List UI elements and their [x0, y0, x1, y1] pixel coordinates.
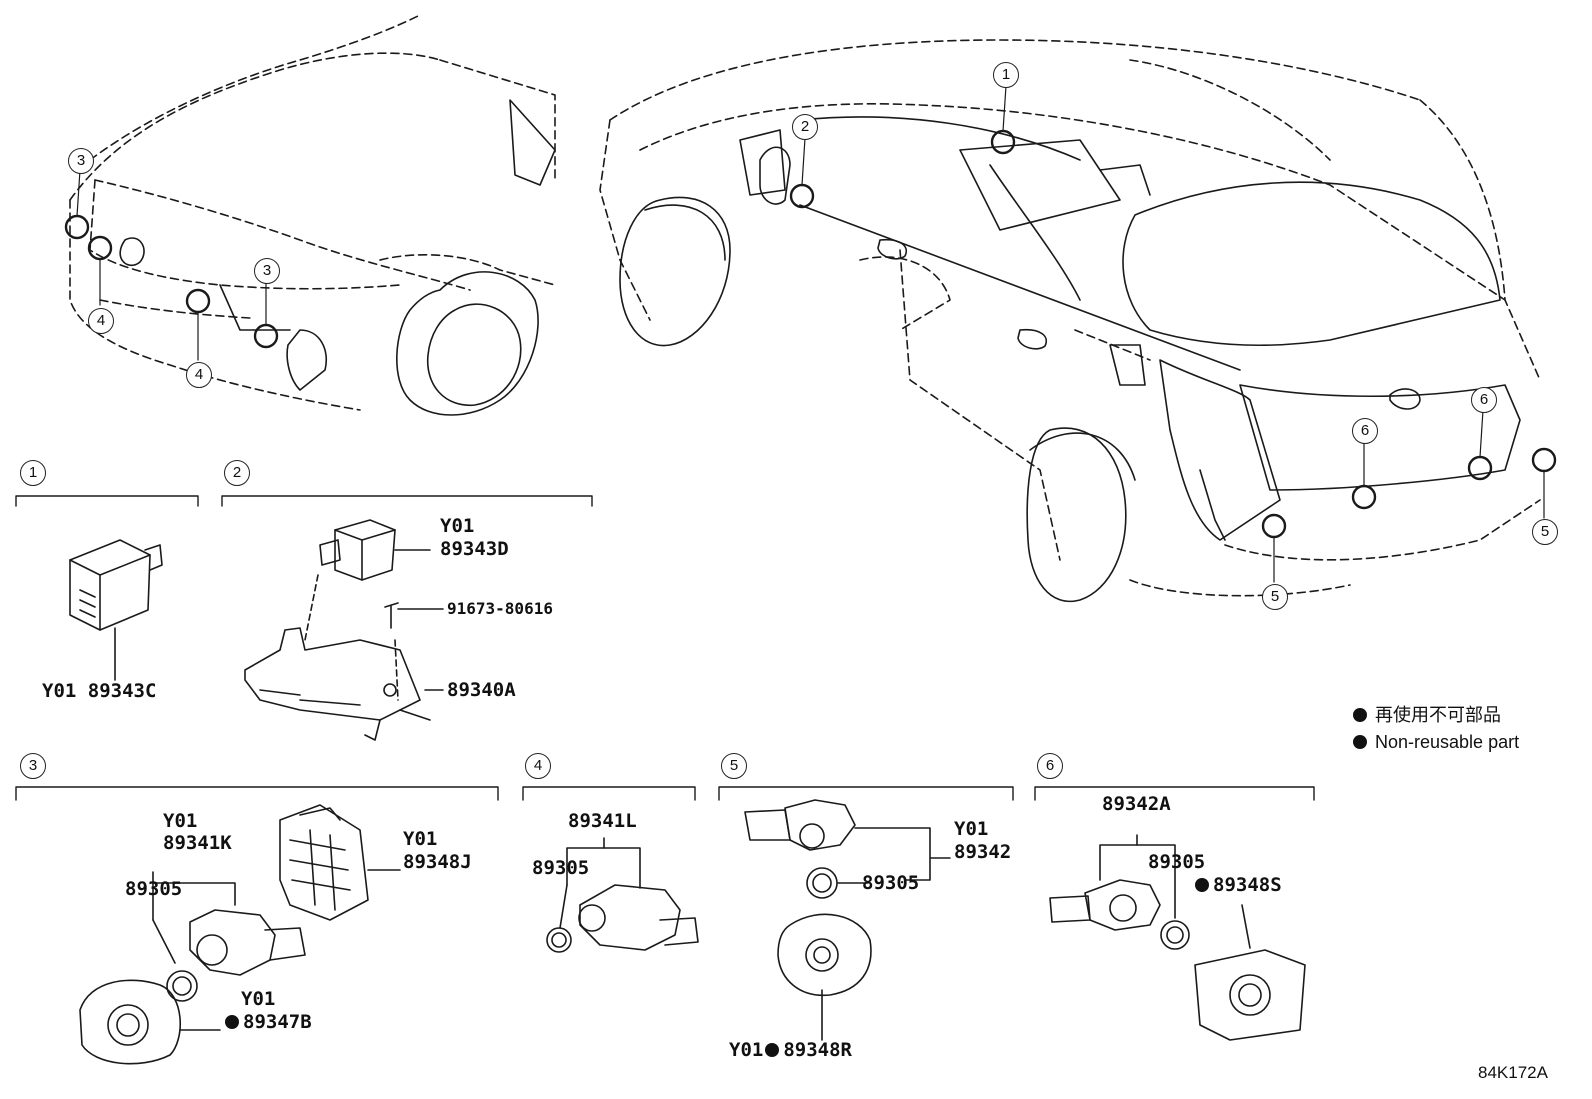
non-reusable-dot-icon — [765, 1043, 780, 1057]
part-89347b-label: 89347B — [243, 1011, 312, 1033]
part-89341k-label: 89341K — [163, 832, 232, 854]
callout-rear-2: 2 — [792, 114, 818, 140]
section5-sensor-drawing — [744, 799, 951, 1041]
section-brackets — [15, 495, 1315, 801]
callout-rear-1: 1 — [993, 62, 1019, 88]
section-3-number: 3 — [20, 753, 46, 779]
part-89342a-label: 89342A — [1102, 793, 1171, 815]
part-89348j-color-code: Y01 — [403, 828, 438, 850]
callout-front-4-center: 4 — [186, 362, 212, 388]
part-89305-sec6-label: 89305 — [1148, 851, 1206, 873]
section4-sensor-drawing — [546, 837, 699, 953]
part-89341l-label: 89341L — [568, 810, 637, 832]
legend-row-ja: 再使用不可部品 — [1353, 706, 1501, 724]
section-6-number: 6 — [1037, 753, 1063, 779]
part-89347b-color-code: Y01 — [241, 988, 276, 1010]
part-89348s-label: 89348S — [1213, 874, 1282, 896]
part-89305-sec5-label: 89305 — [862, 872, 920, 894]
part-89342-color-code: Y01 — [954, 818, 989, 840]
section-4-number: 4 — [525, 753, 551, 779]
section6-sensor-drawing — [1049, 834, 1306, 1041]
section3-sensor-drawing — [79, 804, 401, 1065]
section-5-number: 5 — [721, 753, 747, 779]
part-89348r-color-code: Y01 — [729, 1039, 764, 1061]
part-89348j-label: 89348J — [403, 851, 472, 873]
part-89343c-label: Y01 89343C — [42, 680, 157, 702]
part-89343d-color-code: Y01 — [440, 515, 475, 537]
rear-car-illustration — [599, 39, 1541, 603]
part-89343d-label: 89343D — [440, 538, 509, 560]
callout-front-4-left: 4 — [88, 308, 114, 334]
part-89348r-label: 89348R — [783, 1039, 852, 1061]
non-reusable-dot-icon — [1195, 878, 1209, 892]
section2-relay-drawing — [244, 519, 444, 741]
non-reusable-dot-icon — [225, 1015, 239, 1029]
legend-ja-text: 再使用不可部品 — [1375, 705, 1501, 725]
part-89305-sec4-label: 89305 — [532, 857, 590, 879]
part-91673-80616-label: 91673-80616 — [447, 599, 553, 618]
legend-dot-icon — [1353, 735, 1367, 749]
callout-rear-5-right: 5 — [1532, 519, 1558, 545]
callout-rear-6-right: 6 — [1471, 387, 1497, 413]
section-2-number: 2 — [224, 460, 250, 486]
callout-front-3-center: 3 — [254, 258, 280, 284]
legend-dot-icon — [1353, 708, 1367, 722]
section1-ecu-drawing — [69, 539, 163, 681]
callout-front-3-left: 3 — [68, 148, 94, 174]
part-89347b-row: 89347B — [225, 1013, 312, 1032]
callout-rear-5-left: 5 — [1262, 584, 1288, 610]
part-89342-label: 89342 — [954, 841, 1012, 863]
legend-row-en: Non-reusable part — [1353, 733, 1519, 751]
part-89348s-row: 89348S — [1195, 876, 1282, 895]
legend-en-text: Non-reusable part — [1375, 732, 1520, 752]
part-89341k-color-code: Y01 — [163, 810, 198, 832]
diagram-code: 84K172A — [1478, 1063, 1548, 1082]
part-89348r-row: Y01 89348R — [729, 1041, 852, 1060]
front-car-illustration — [69, 14, 556, 416]
section-1-number: 1 — [20, 460, 46, 486]
callout-rear-6-center: 6 — [1352, 418, 1378, 444]
part-89340a-label: 89340A — [447, 679, 516, 701]
rear-callout-markers — [789, 129, 1557, 539]
part-89305-sec3-label: 89305 — [125, 878, 183, 900]
